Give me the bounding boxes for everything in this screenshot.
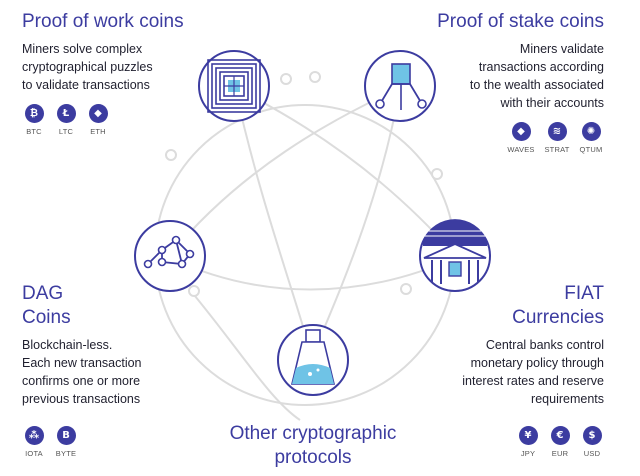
pos-node-icon — [364, 50, 436, 122]
coin-strat: ≋ STRAT — [544, 122, 570, 154]
byteball-icon: B — [56, 426, 76, 445]
pow-coin-list: ₿ BTC Ł LTC ◆ ETH — [22, 104, 110, 136]
stratis-icon: ≋ — [547, 122, 567, 141]
link-pos-dag — [169, 87, 401, 256]
iota-icon: ⁂ — [24, 426, 44, 445]
pow-description-line: to validate transactions — [22, 78, 150, 92]
coin-label: IOTA — [25, 449, 43, 458]
pow-node-icon — [198, 50, 270, 122]
fiat-description-line: interest rates and reserve — [462, 374, 604, 388]
link-pos-other — [314, 87, 401, 351]
waves-icon: ◆ — [511, 122, 531, 141]
coin-label: BYTE — [55, 449, 77, 458]
coin-btc: ₿ BTC — [22, 104, 46, 136]
pos-title: Proof of stake coins — [437, 11, 604, 32]
small-node — [188, 285, 200, 297]
pos-description-line: to the wealth associated — [469, 78, 604, 92]
coin-usd: $ USD — [580, 426, 604, 458]
coin-eth: ◆ ETH — [86, 104, 110, 136]
small-node — [280, 73, 292, 85]
coin-label: EUR — [551, 449, 569, 458]
fiat-description-line: monetary policy through — [470, 356, 604, 370]
other-title: Other cryptographic protocols — [193, 422, 433, 470]
coin-label: STRAT — [544, 145, 570, 154]
coin-label: JPY — [520, 449, 536, 458]
other-node-icon — [277, 324, 349, 396]
pow-description-line: Miners solve complex — [22, 42, 143, 56]
dollar-icon: $ — [582, 426, 602, 445]
dag-title-line: Coins — [22, 307, 71, 328]
pos-description-line: Miners validate — [519, 42, 604, 56]
link-dag-other — [189, 289, 301, 421]
coin-label: LTC — [58, 127, 74, 136]
other-title-line: Other cryptographic — [229, 423, 397, 444]
fiat-description-line: Central banks control — [485, 338, 604, 352]
dag-description-line: confirms one or more — [22, 374, 141, 388]
coin-ltc: Ł LTC — [54, 104, 78, 136]
link-pow-other — [234, 87, 311, 351]
fiat-title-line: FIAT — [564, 283, 604, 304]
small-node — [165, 149, 177, 161]
other-title-line: protocols — [274, 447, 352, 468]
dag-description: Blockchain-less. Each new transaction co… — [22, 336, 182, 408]
dag-description-line: Blockchain-less. — [22, 338, 113, 352]
pos-description: Miners validate transactions according t… — [414, 40, 604, 112]
euro-icon: € — [550, 426, 570, 445]
small-node — [400, 283, 412, 295]
small-node — [431, 168, 443, 180]
fiat-title: FIAT Currencies — [512, 282, 604, 330]
coin-label: USD — [583, 449, 601, 458]
small-node — [309, 71, 321, 83]
ethereum-icon: ◆ — [88, 104, 108, 123]
coin-iota: ⁂ IOTA — [22, 426, 46, 458]
link-dag-fiat — [169, 257, 456, 291]
coin-label: QTUM — [579, 145, 603, 154]
pos-coin-list: ◆ WAVES ≋ STRAT ✺ QTUM — [506, 122, 604, 154]
dag-title: DAG Coins — [22, 282, 71, 330]
dag-title-line: DAG — [22, 283, 64, 304]
coin-label: WAVES — [507, 145, 535, 154]
coin-qtum: ✺ QTUM — [578, 122, 604, 154]
pow-description-line: cryptographical puzzles — [22, 60, 153, 74]
qtum-icon: ✺ — [581, 122, 601, 141]
coin-byte: B BYTE — [54, 426, 78, 458]
small-nodes — [165, 71, 443, 297]
coin-jpy: ¥ JPY — [516, 426, 540, 458]
pow-description: Miners solve complex cryptographical puz… — [22, 40, 182, 94]
dag-description-line: Each new transaction — [22, 356, 142, 370]
fiat-node-icon — [419, 219, 491, 292]
pos-description-line: with their accounts — [500, 96, 604, 110]
coin-label: BTC — [26, 127, 42, 136]
litecoin-icon: Ł — [56, 104, 76, 123]
pow-title: Proof of work coins — [22, 11, 184, 32]
fiat-description: Central banks control monetary policy th… — [414, 336, 604, 408]
yen-icon: ¥ — [518, 426, 538, 445]
coin-label: ETH — [90, 127, 106, 136]
coin-eur: € EUR — [548, 426, 572, 458]
dag-description-line: previous transactions — [22, 392, 141, 406]
dag-coin-list: ⁂ IOTA B BYTE — [22, 426, 78, 458]
fiat-description-line: requirements — [531, 392, 604, 406]
coin-waves: ◆ WAVES — [506, 122, 536, 154]
pos-description-line: transactions according — [478, 60, 604, 74]
fiat-title-line: Currencies — [512, 307, 604, 328]
bitcoin-icon: ₿ — [24, 104, 44, 123]
fiat-coin-list: ¥ JPY € EUR $ USD — [516, 426, 604, 458]
dag-node-icon — [134, 220, 206, 292]
